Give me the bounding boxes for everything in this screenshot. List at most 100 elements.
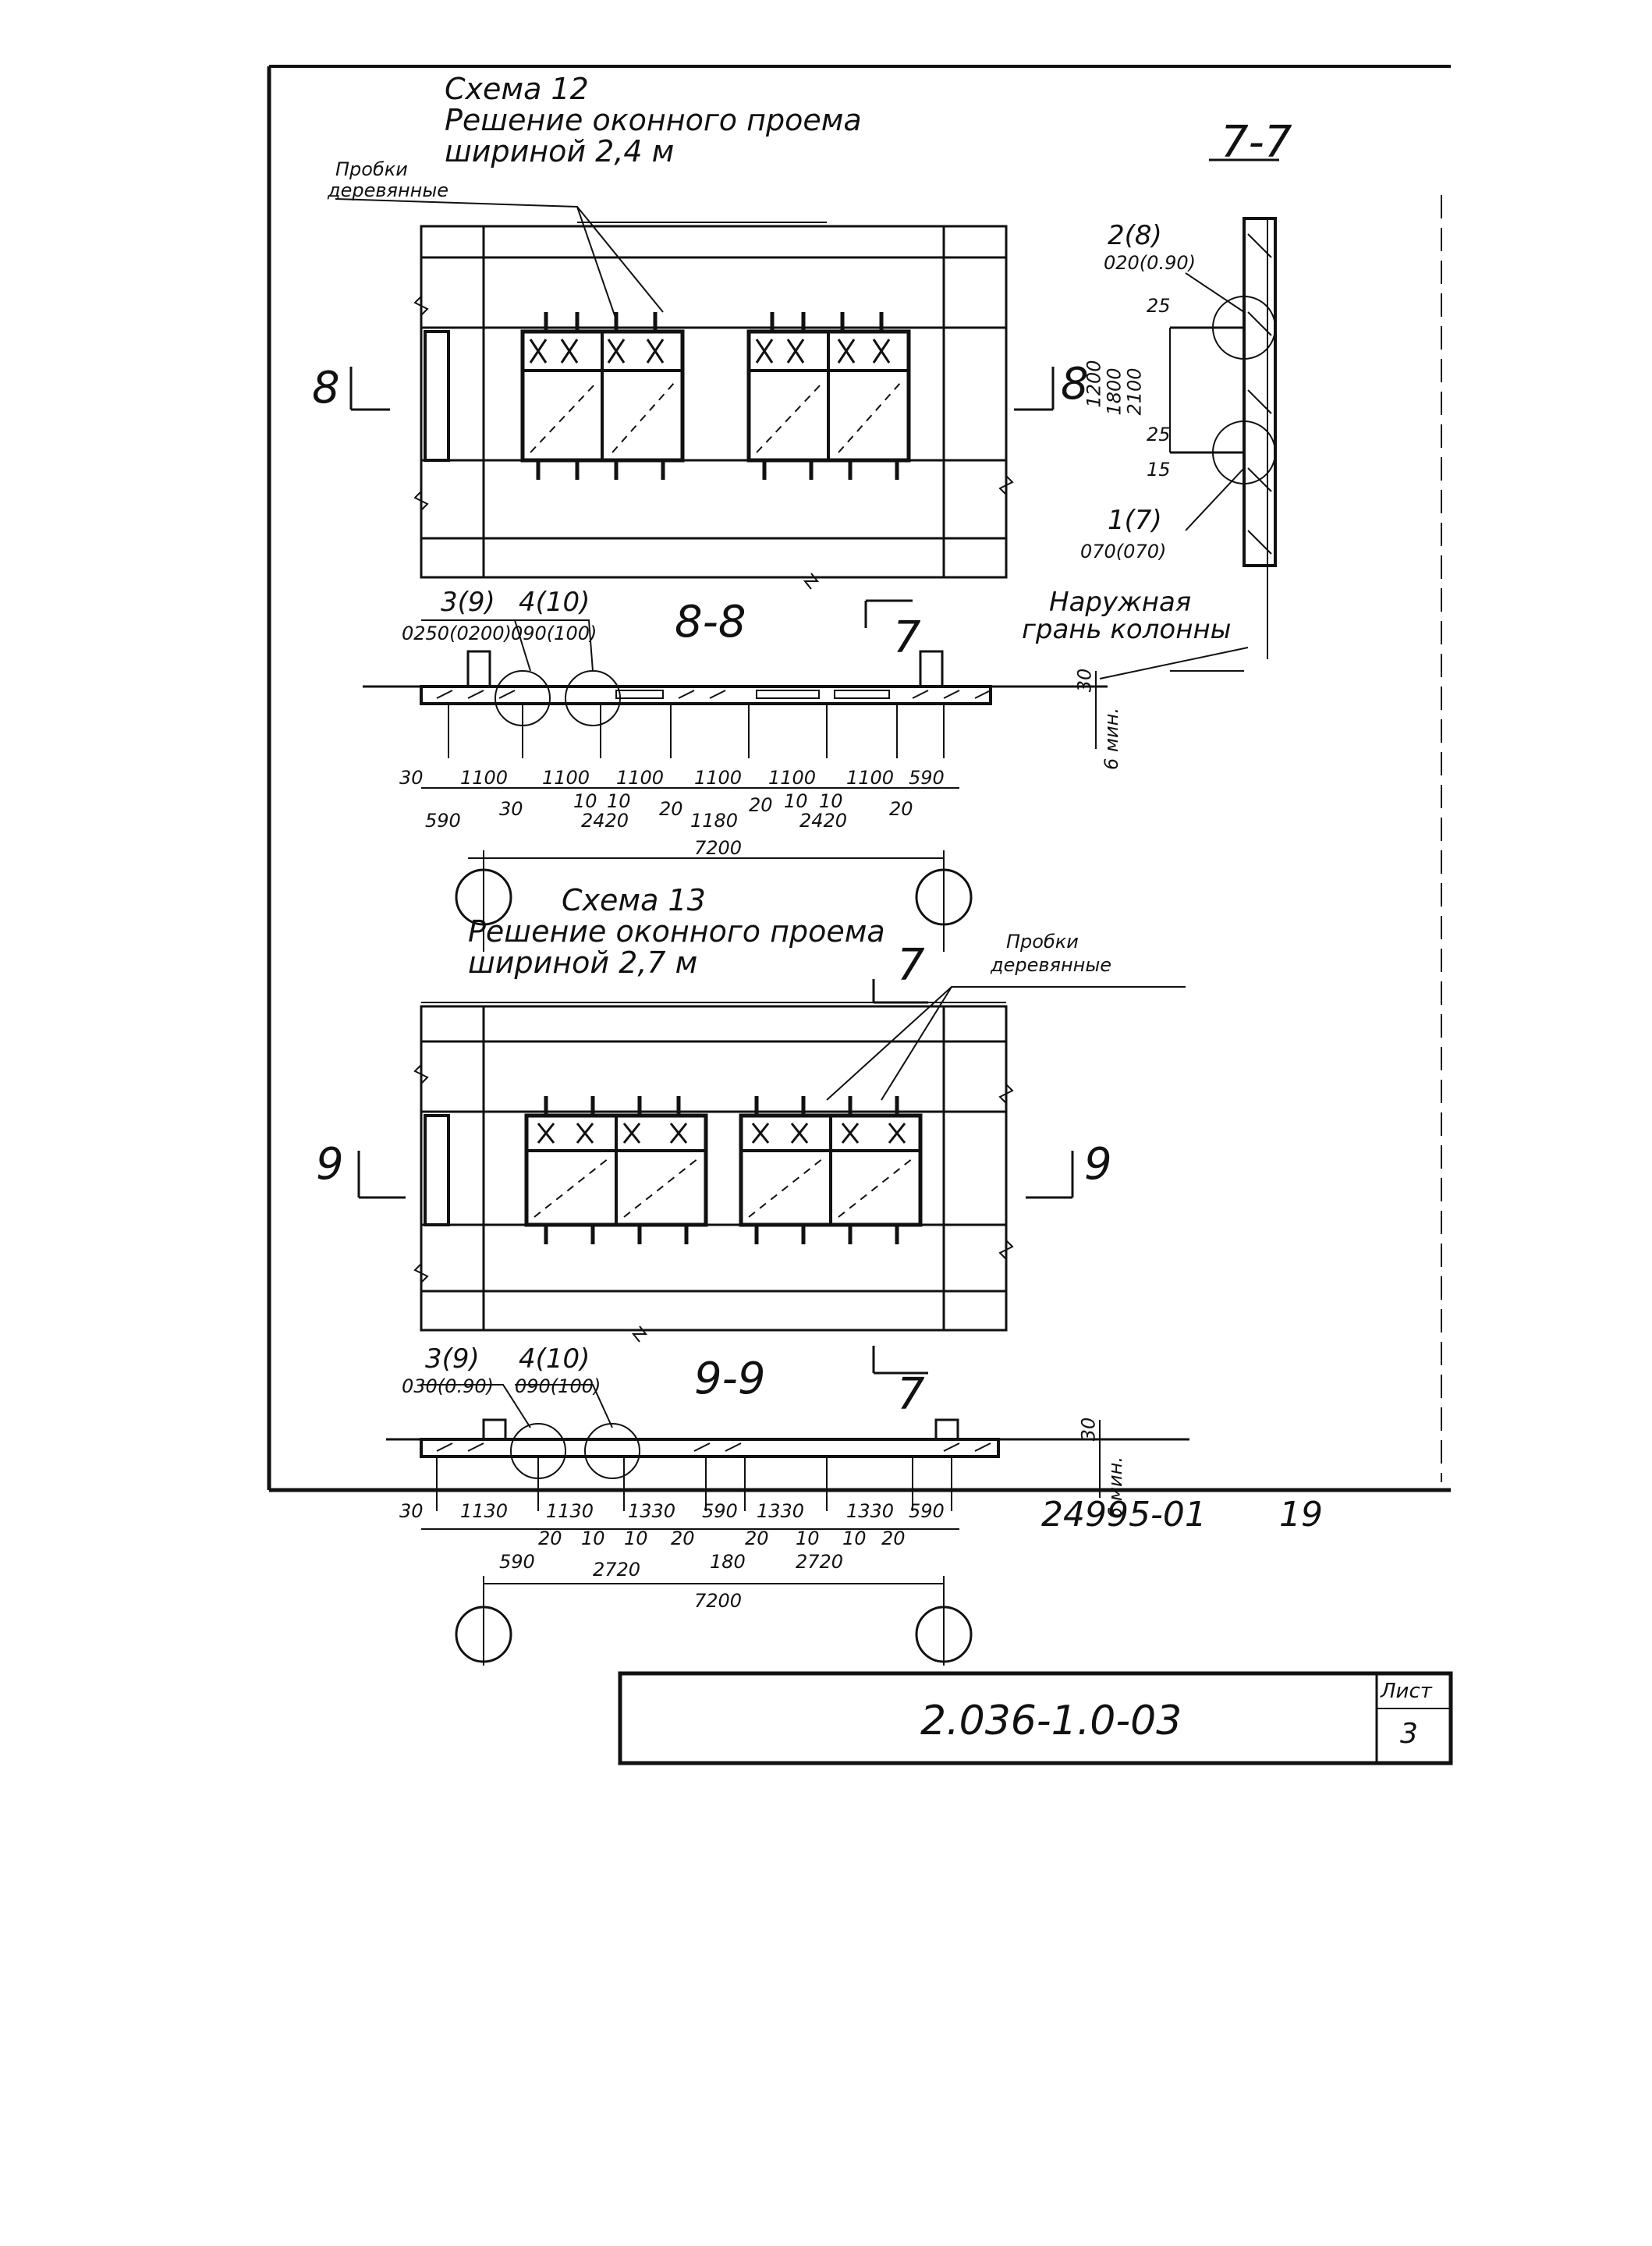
scheme12-title-line2: Решение оконного проема (445, 102, 862, 137)
stamp-code: 2.036-1.0-03 (920, 1698, 1182, 1744)
scheme12-section-title: 8-8 (675, 597, 746, 648)
section77-callout-top-a: 2(8) (1108, 220, 1162, 251)
scheme12-title-line1: Схема 12 (445, 72, 589, 106)
scheme12-callout-right-top: 4(10) (519, 587, 590, 618)
stamp-sheet-number: 3 (1400, 1718, 1418, 1750)
scheme13-dim-row1-6: 1330 (757, 1500, 805, 1522)
section77-dim-5: 25 (1147, 424, 1171, 445)
scheme13-callout-left-bottom: 030(0.90) (402, 1375, 494, 1397)
scheme12-dim-row2-4: 10 (607, 790, 631, 812)
scheme12-dim-row2-7: 1180 (690, 810, 739, 832)
section77-dim-2: 1200 (1083, 360, 1105, 408)
footer-page: 19 (1279, 1495, 1323, 1535)
scheme12-dim-row1-8: 590 (909, 767, 945, 789)
scheme13-dim-row2-3: 10 (624, 1527, 648, 1549)
scheme13-callout-left-top: 3(9) (425, 1343, 480, 1375)
scheme13-dim-row1-4: 1330 (628, 1500, 676, 1522)
section77-note-line1: Наружная (1049, 587, 1192, 618)
scheme12-dim-total: 7200 (694, 837, 743, 859)
scheme13-dim-total: 7200 (694, 1590, 743, 1612)
scheme12-dim-row2-9: 10 (784, 790, 808, 812)
scheme13-callout-right-top: 4(10) (519, 1343, 590, 1375)
scheme12-callout-left-top: 3(9) (441, 587, 495, 618)
scheme13-dim-row1-8: 590 (909, 1500, 945, 1522)
scheme13-title: Схема 13 Решение оконного проема шириной… (468, 885, 885, 979)
section88-plan (363, 599, 1108, 952)
scheme13-dim-row1-5: 590 (702, 1500, 738, 1522)
scheme12-plugs-label-1: Пробки (335, 158, 408, 180)
scheme12-dim-row1-7: 1100 (846, 767, 895, 789)
scheme13-plugs-label-1: Пробки (1006, 931, 1079, 953)
scheme12-dim-row1-2: 1100 (460, 767, 509, 789)
scheme12-section-marker: 7 (893, 612, 921, 663)
scheme13-elevation (357, 979, 1186, 1343)
section77-drawing (1099, 158, 1279, 679)
section77-callout-top-b: 020(0.90) (1104, 252, 1196, 274)
section77-callout-bottom-a: 1(7) (1108, 505, 1162, 536)
section99-plan (386, 1346, 1189, 1666)
sheet-frame (267, 65, 1451, 1492)
scheme12-gap-label: 30 (1073, 668, 1096, 693)
scheme13-dim-row2-8: 20 (881, 1527, 906, 1549)
scheme12-dim-row2-2: 30 (499, 798, 523, 820)
scheme12-dim-row1-4: 1100 (616, 767, 665, 789)
scheme13-dim-row2-1: 20 (538, 1527, 562, 1549)
scheme12-dim-row2-1: 590 (425, 810, 461, 832)
scheme13-section-title: 9-9 (694, 1354, 766, 1404)
scheme12-dim-row1-3: 1100 (542, 767, 590, 789)
scheme13-dim-row2-5: 20 (745, 1527, 769, 1549)
scheme13-cut-mark-right: 9 (1084, 1139, 1112, 1190)
scheme13-callout-right-bottom: 090(100) (515, 1375, 601, 1397)
scheme12-dim-row2-8: 20 (749, 794, 773, 816)
scheme12-cut-mark-left: 8 (312, 363, 340, 413)
scheme13-title-line3: шириной 2,7 м (468, 945, 698, 980)
scheme12-cut-mark-right: 8 (1061, 359, 1089, 410)
scheme13-dim-row3-4: 2720 (796, 1551, 844, 1573)
section77-dim-1: 25 (1147, 295, 1171, 317)
scheme12-plugs-label-2: деревянные (328, 179, 449, 201)
section77-dim-4: 2100 (1123, 367, 1146, 416)
scheme13-dim-row2-4: 20 (671, 1527, 695, 1549)
scheme12-dim-row2-11: 2420 (799, 810, 848, 832)
scheme13-dim-row2-7: 10 (842, 1527, 867, 1549)
title-block (618, 1671, 1453, 1765)
scheme13-dim-row3-2: 2720 (593, 1559, 641, 1581)
scheme13-dim-row3-1: 590 (499, 1551, 535, 1573)
scheme12-dim-row1-6: 1100 (768, 767, 817, 789)
scheme13-dim-row1-7: 1330 (846, 1500, 895, 1522)
scheme12-elevation (335, 198, 1055, 590)
scheme13-plugs-label-2: деревянные (991, 954, 1112, 976)
scheme13-section-marker: 7 (897, 940, 925, 991)
scheme12-dim-row1-1: 30 (399, 767, 424, 789)
scheme12-callout-right-bottom: 090(100) (511, 623, 597, 644)
section77-dim-3: 1800 (1103, 367, 1126, 416)
scheme13-dim-row1-1: 30 (399, 1500, 424, 1522)
scheme13-dim-row2-2: 10 (581, 1527, 605, 1549)
scheme13-section-marker-2: 7 (897, 1369, 925, 1420)
scheme13-title-line2: Решение оконного проема (468, 914, 885, 949)
scheme12-dim-row2-12: 20 (889, 798, 913, 820)
scheme12-dim-row2-3: 10 (573, 790, 597, 812)
stamp-sheet-label: Лист (1381, 1680, 1432, 1703)
scheme12-title: Схема 12 Решение оконного проема шириной… (445, 72, 862, 169)
scheme13-dim-row1-2: 1130 (460, 1500, 509, 1522)
scheme13-dim-row2-6: 10 (796, 1527, 820, 1549)
scheme13-dim-row3-3: 180 (710, 1551, 746, 1573)
scheme12-title-line3: шириной 2,4 м (445, 133, 675, 169)
scheme12-dim-row2-10: 10 (819, 790, 843, 812)
section77-title: 7-7 (1221, 117, 1292, 168)
section77-note-line2: грань колонны (1022, 614, 1232, 645)
scheme13-gap-label: 30 (1077, 1417, 1100, 1442)
scheme13-dim-row1-3: 1130 (546, 1500, 594, 1522)
scheme12-dim-row1-5: 1100 (694, 767, 743, 789)
scheme12-dim-row2-6: 20 (659, 798, 683, 820)
section77-dim-6: 15 (1147, 459, 1171, 481)
scheme13-title-line1: Схема 13 (562, 883, 706, 917)
scheme13-cut-mark-left: 9 (316, 1139, 344, 1190)
scheme12-callout-left-bottom: 0250(0200) (402, 623, 512, 644)
footer-archive-number: 24995-01 (1041, 1495, 1207, 1535)
section77-callout-bottom-b: 070(070) (1080, 541, 1167, 562)
scheme12-dim-row2-5: 2420 (581, 810, 629, 832)
scheme12-min-label: 6 мин. (1100, 708, 1122, 770)
